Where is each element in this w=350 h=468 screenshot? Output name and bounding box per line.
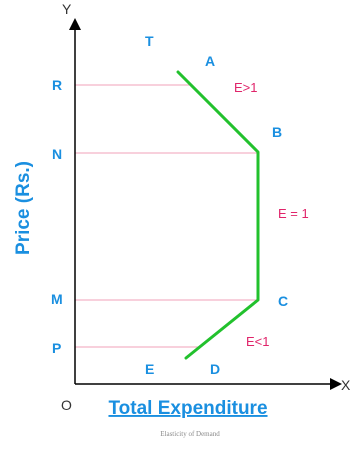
point-label-d: D — [210, 361, 220, 377]
expenditure-curve — [176, 70, 260, 360]
point-label-e: E — [145, 361, 154, 377]
y-axis-letter: Y — [62, 1, 72, 17]
origin-label: O — [61, 397, 72, 413]
elasticity-label-below-unity: E<1 — [246, 334, 270, 349]
point-label-a: A — [205, 53, 215, 69]
point-label-b: B — [272, 124, 282, 140]
x-axis-letter: X — [341, 377, 350, 393]
elasticity-label-above-unity: E>1 — [234, 80, 258, 95]
price-label-r: R — [52, 77, 62, 93]
x-axis-title: Total Expenditure — [108, 398, 267, 419]
price-label-p: P — [52, 340, 61, 356]
point-label-t: T — [145, 33, 154, 49]
price-label-n: N — [52, 146, 62, 162]
figure-caption: Elasticity of Demand — [160, 430, 220, 438]
elasticity-label-unity: E = 1 — [278, 206, 309, 221]
price-label-m: M — [51, 291, 63, 307]
y-axis-title: Price (Rs.) — [13, 161, 34, 255]
point-label-c: C — [278, 293, 288, 309]
